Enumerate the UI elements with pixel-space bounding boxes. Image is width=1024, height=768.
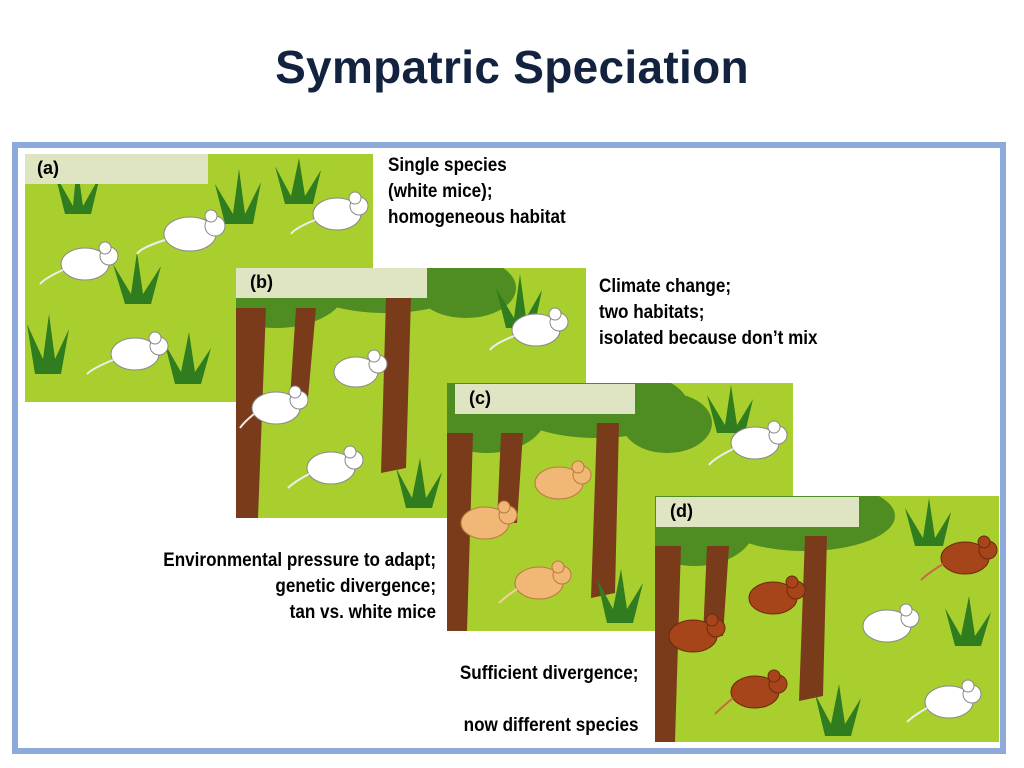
- tree-trunk: [591, 423, 619, 598]
- panel-d-image: [655, 496, 999, 742]
- caption-line: Climate change;: [599, 276, 732, 297]
- white-mouse: [333, 349, 388, 388]
- grass-tuft: [55, 164, 100, 214]
- tree-trunk: [655, 546, 681, 742]
- tan-mouse: [498, 560, 572, 604]
- panel-a-image: [25, 154, 373, 402]
- caption-line: (white mice);: [388, 181, 493, 202]
- grass-tuft: [396, 458, 442, 508]
- caption-c: Environmental pressure to adapt; genetic…: [163, 548, 436, 626]
- tree-trunk: [703, 546, 729, 636]
- brown-mouse: [920, 535, 998, 581]
- white-mouse: [906, 679, 982, 723]
- tree-trunk: [290, 308, 316, 398]
- grass-tuft: [113, 252, 161, 304]
- grass-tuft: [165, 332, 211, 384]
- caption-line: Environmental pressure to adapt;: [163, 550, 436, 571]
- white-mouse: [39, 241, 119, 285]
- panel-d-label: (d): [656, 497, 859, 527]
- tree-trunk: [236, 308, 266, 518]
- grass-tuft: [945, 596, 991, 646]
- grass-tuft: [27, 314, 69, 374]
- slide-title: Sympatric Speciation: [275, 41, 749, 93]
- white-mouse: [290, 191, 369, 235]
- tree-trunk: [497, 433, 523, 523]
- tree-trunk: [447, 433, 473, 631]
- caption-line: Single species: [388, 155, 507, 176]
- grass-tuft: [275, 158, 321, 204]
- caption-b: Climate change; two habitats; isolated b…: [599, 274, 818, 352]
- grass-tuft: [707, 385, 753, 433]
- caption-line: isolated because don’t mix: [599, 328, 818, 349]
- tree-trunk: [381, 298, 411, 473]
- white-mouse: [239, 385, 309, 429]
- tan-mouse: [460, 500, 518, 540]
- caption-line: [459, 687, 638, 713]
- caption-line: now different species: [463, 715, 638, 736]
- white-mouse: [136, 209, 226, 255]
- caption-line: Sufficient divergence;: [459, 663, 638, 684]
- white-mouse: [862, 603, 920, 643]
- caption-line: genetic divergence;: [275, 576, 436, 597]
- tree-trunk: [799, 536, 827, 701]
- panel-c-image: [447, 383, 793, 631]
- grass-tuft: [215, 169, 261, 224]
- grass-tuft: [905, 498, 951, 546]
- grass-tuft: [815, 684, 861, 736]
- white-mouse: [86, 331, 169, 375]
- grass-tuft: [597, 569, 643, 623]
- tan-mouse: [534, 460, 592, 500]
- brown-mouse: [714, 669, 788, 715]
- white-mouse: [287, 445, 364, 489]
- panel-b-label: (b): [236, 268, 427, 298]
- caption-d: Sufficient divergence; now different spe…: [459, 661, 638, 739]
- caption-line: tan vs. white mice: [289, 602, 436, 623]
- white-mouse: [708, 420, 788, 466]
- panel-c-label: (c): [455, 384, 635, 414]
- tree-canopy: [416, 268, 516, 318]
- white-mouse: [489, 307, 569, 351]
- caption-a: Single species (white mice); homogeneous…: [388, 153, 566, 231]
- brown-mouse: [668, 613, 726, 653]
- caption-line: homogeneous habitat: [388, 207, 566, 228]
- brown-mouse: [748, 575, 806, 615]
- tree-canopy: [622, 393, 712, 453]
- caption-line: two habitats;: [599, 302, 705, 323]
- panel-a-label: (a): [25, 154, 208, 184]
